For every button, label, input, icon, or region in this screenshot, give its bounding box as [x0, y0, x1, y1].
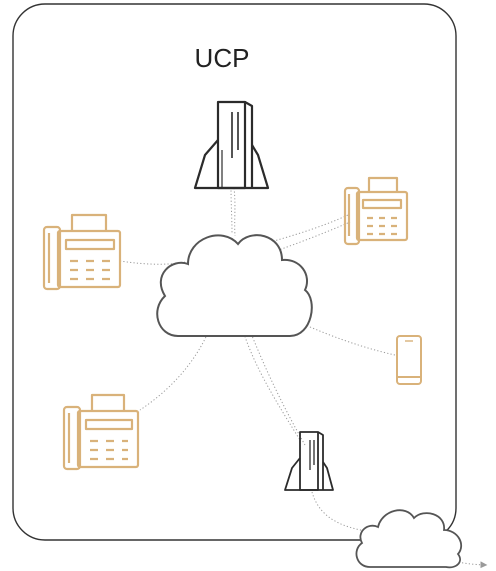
- server-tower-icon: [284, 431, 334, 491]
- mobile-phone-icon: [396, 335, 422, 385]
- connector-server-to-cloud: [230, 186, 233, 235]
- connector-lines: [119, 186, 488, 569]
- cloud-icon: [156, 234, 313, 337]
- ucp-server-node[interactable]: [193, 100, 270, 190]
- external-cloud-node[interactable]: [355, 509, 463, 569]
- fax-machine-icon: [343, 176, 409, 246]
- connector-cloud-to-small-server-2: [244, 317, 306, 446]
- small-server-node[interactable]: [284, 431, 334, 491]
- connector-cloud-to-small-server: [239, 319, 301, 441]
- connector-cloud-to-server-2: [233, 187, 236, 237]
- diagram-title: UCP: [195, 43, 250, 73]
- connector-cloud-to-fax-bottom-left: [139, 314, 216, 411]
- fax-left-node[interactable]: [42, 213, 122, 291]
- core-cloud-node[interactable]: [156, 234, 313, 337]
- fax-top-right-node[interactable]: [343, 176, 409, 246]
- connector-small-server-to-external-cloud: [311, 491, 373, 533]
- server-tower-icon: [193, 100, 270, 190]
- fax-machine-icon: [42, 213, 122, 291]
- ucp-boundary-frame: [12, 3, 457, 541]
- cloud-icon: [355, 509, 463, 569]
- fax-machine-icon: [62, 393, 140, 471]
- mobile-device-node[interactable]: [396, 335, 422, 385]
- fax-bottom-left-node[interactable]: [62, 393, 140, 471]
- connector-cloud-to-fax-top-right-2: [244, 221, 351, 263]
